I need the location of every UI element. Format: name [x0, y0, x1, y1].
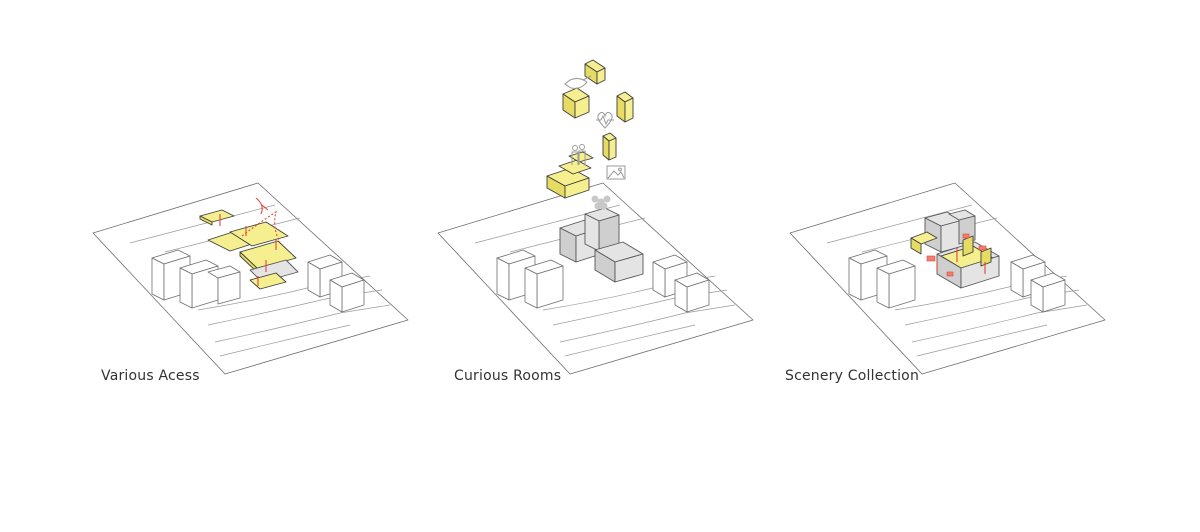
site-isometric-drawing [437, 59, 754, 375]
floating-rooms [546, 59, 634, 199]
bird-icon [564, 75, 592, 89]
surrounding-blocks-left [848, 249, 916, 309]
site-plate [789, 182, 1106, 375]
surrounding-blocks-right [1010, 254, 1066, 313]
surrounding-blocks-right [307, 254, 365, 313]
diagram-panel-curious-rooms: Curious Rooms [435, 0, 765, 532]
picture-icon [606, 165, 626, 180]
site-isometric-drawing [789, 182, 1106, 375]
surrounding-blocks-left [151, 249, 241, 309]
view-markers [926, 233, 987, 277]
lower-plate [249, 272, 287, 290]
circulation-paths [219, 197, 281, 286]
diagram-panel-various-access: Various Acess [90, 0, 420, 532]
diagram-panel-scenery-collection: Scenery Collection [785, 0, 1117, 532]
surrounding-blocks-right [652, 254, 710, 313]
site-plate [437, 182, 754, 375]
surrounding-blocks-left [496, 249, 564, 309]
heart-pulse-icon [596, 111, 614, 129]
mid-plate-right [229, 221, 289, 247]
access-floor-plates [199, 209, 299, 290]
flower-icon [591, 195, 611, 210]
site-isometric-drawing [92, 182, 409, 375]
people-icon [571, 144, 586, 165]
panel-caption: Curious Rooms [454, 368, 562, 384]
site-plate [92, 182, 409, 375]
panel-caption: Scenery Collection [785, 368, 920, 384]
building-massing [559, 207, 644, 283]
panel-caption: Various Acess [101, 368, 200, 384]
